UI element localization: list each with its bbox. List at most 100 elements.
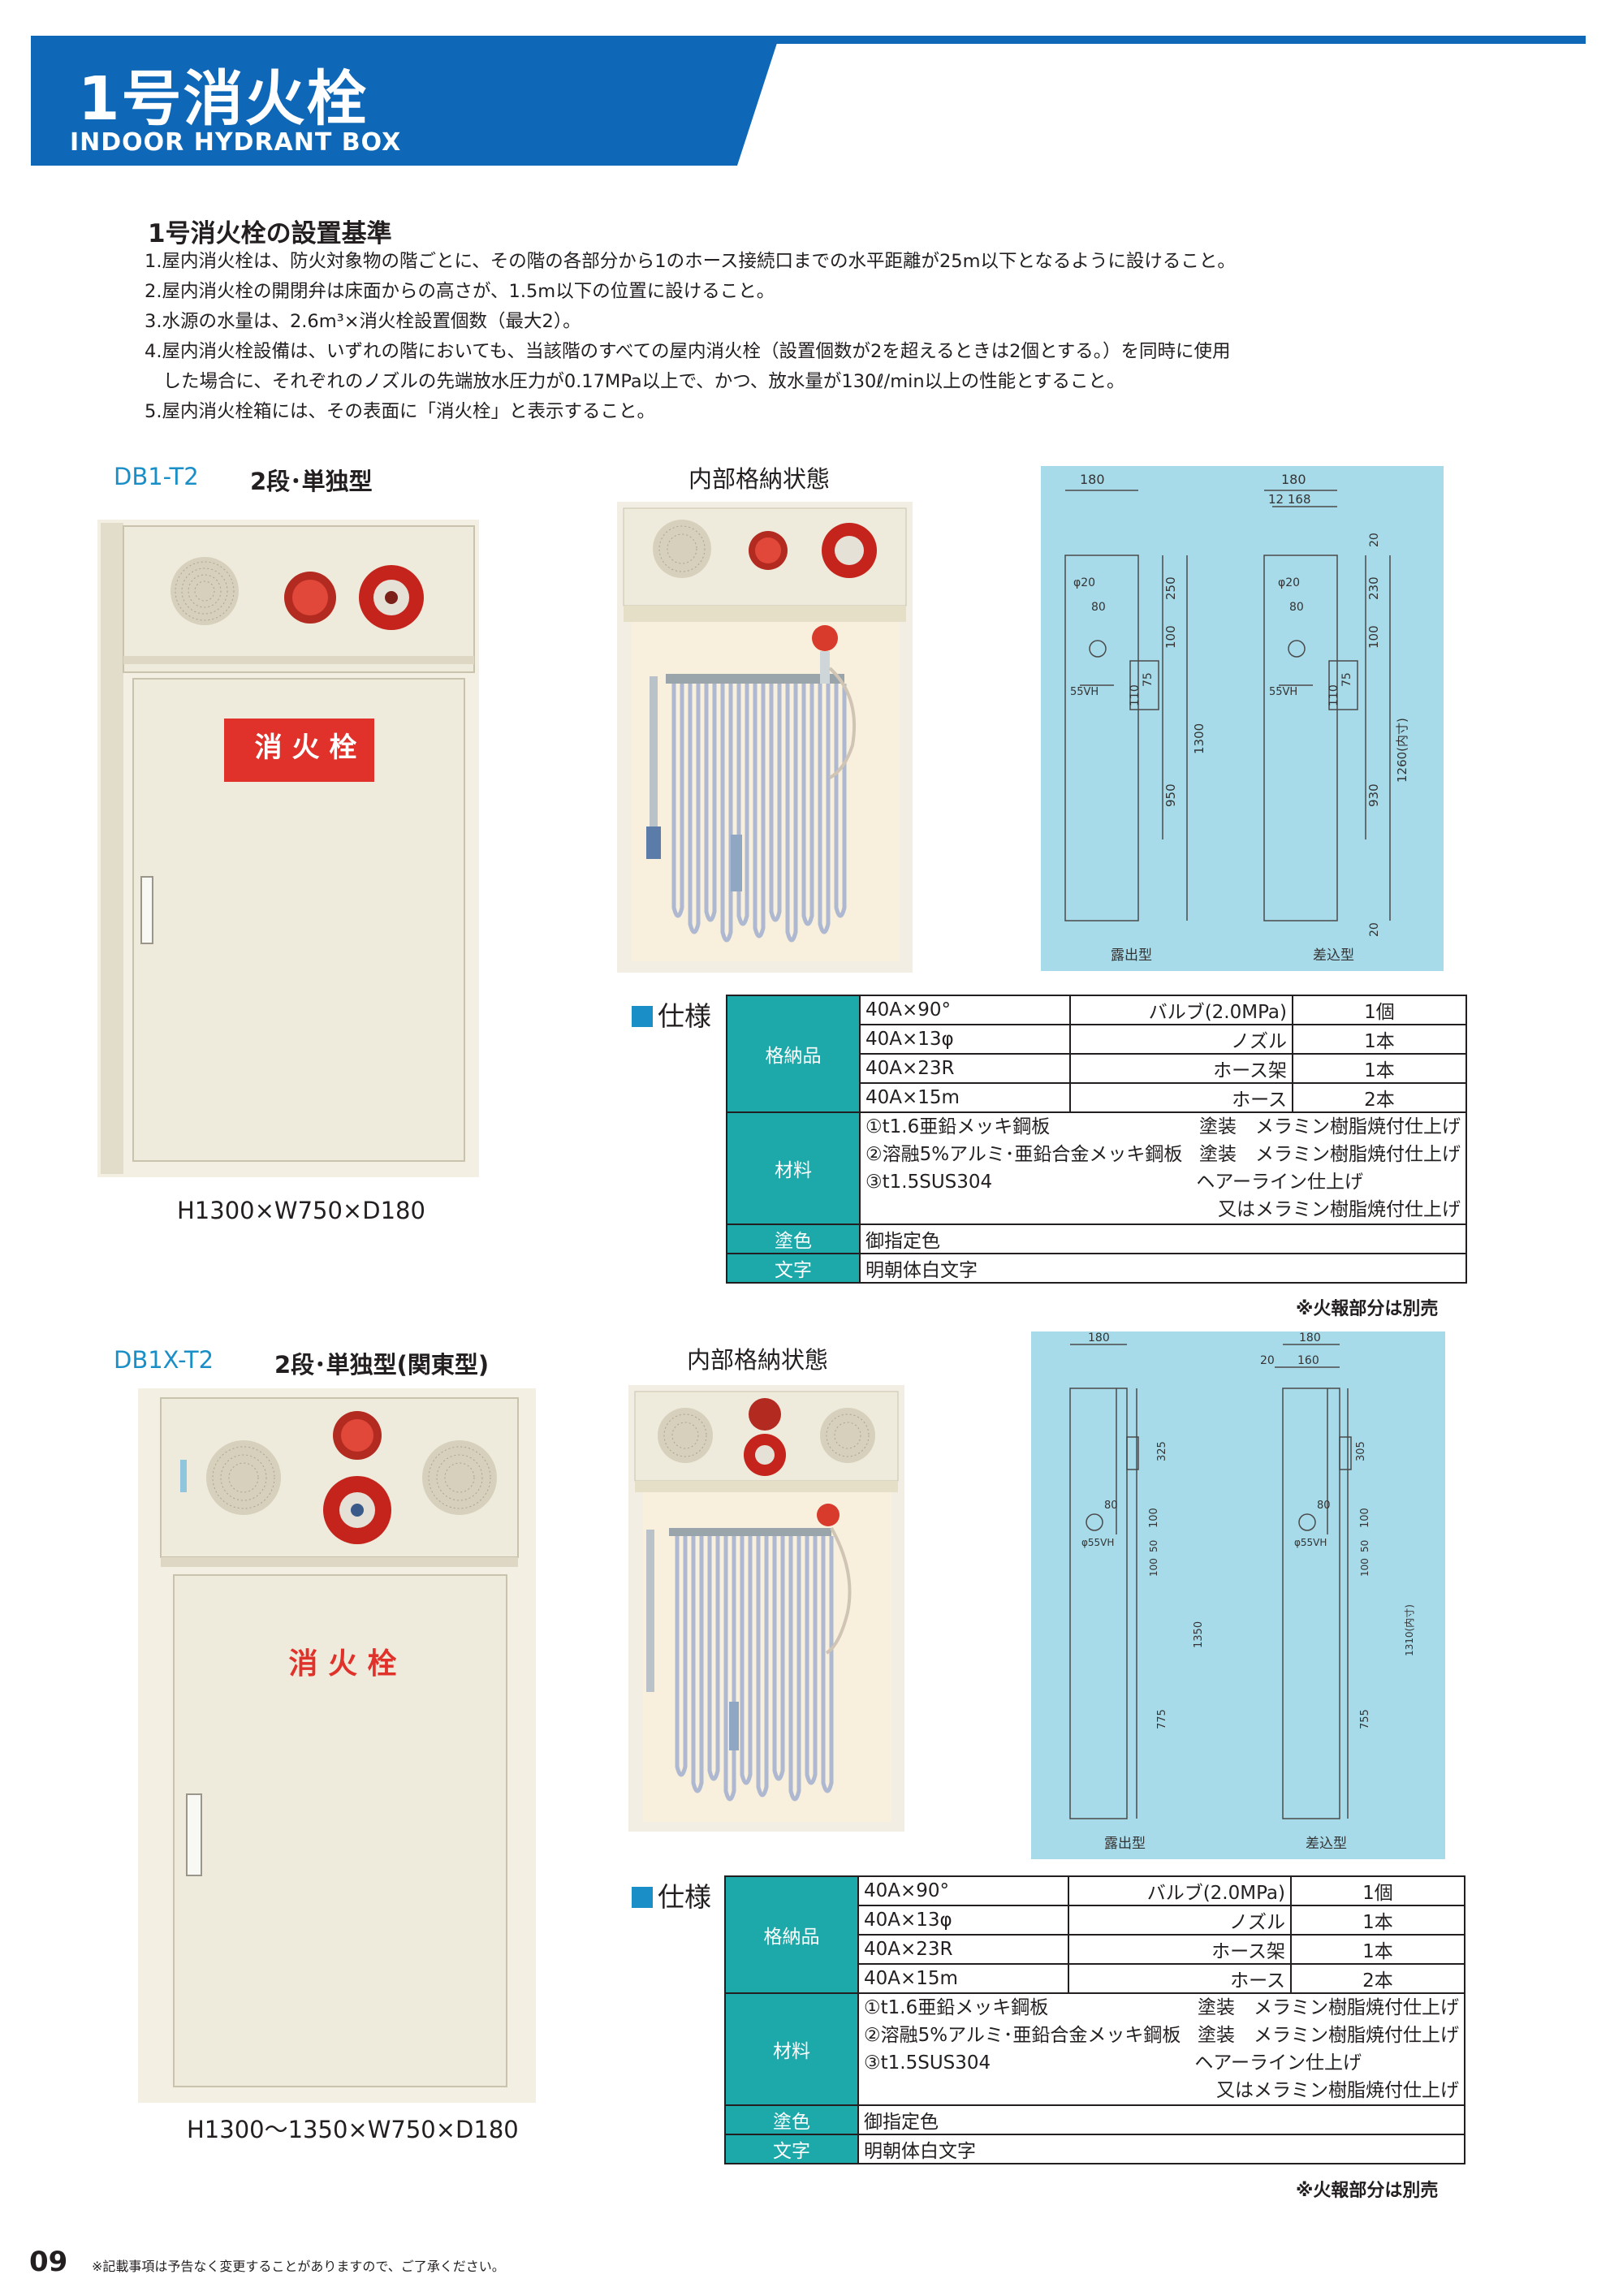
dim-label: φ20 — [1073, 576, 1095, 589]
technical-drawing: 180 180 20 160 80 80 φ55VH φ55VH 325 100… — [1031, 1331, 1445, 1859]
dim-label: 20 — [1260, 1354, 1275, 1367]
footer-notice: ※記載事項は予告なく変更することがありますので、ご了承ください。 — [92, 2259, 505, 2274]
dim-label: 110 — [1129, 684, 1142, 706]
square-icon — [632, 1006, 653, 1027]
table-row: 40A×15m ホース 2本 — [727, 1082, 1467, 1113]
cabinet-photo — [97, 520, 479, 1177]
dim-label: 250 — [1163, 576, 1178, 600]
dim-label: 160 — [1297, 1354, 1319, 1367]
page-title: 1号消火栓 — [78, 64, 369, 134]
dim-label: 75 — [1340, 672, 1353, 687]
dim-label: 50 — [1359, 1540, 1370, 1552]
table-row: 40A×13φ ノズル 1本 — [727, 1024, 1467, 1055]
dim-label: 950 — [1163, 783, 1178, 807]
spec-category: 文字 — [726, 1253, 861, 1284]
dim-label: 100 — [1359, 1558, 1370, 1577]
page-number: 09 — [29, 2246, 68, 2278]
table-row: 40A×15m ホース 2本 — [725, 1963, 1465, 1994]
criteria-item: 1.屋内消火栓は、防火対象物の階ごとに、その階の各部分から1のホース接続口までの… — [145, 251, 1236, 272]
table-row: 40A×13φ ノズル 1本 — [725, 1905, 1465, 1936]
model-name: 2段･単独型(関東型) — [274, 1351, 490, 1379]
drawing-label-insert: 差込型 — [1306, 1836, 1347, 1852]
dim-label: 755 — [1359, 1709, 1371, 1729]
spec-category: 塗色 — [724, 2104, 859, 2135]
spec-heading: 仕様 — [632, 1875, 711, 1914]
criteria-item: 5.屋内消火栓箱には、その表面に「消火栓」と表示すること。 — [145, 401, 655, 422]
dim-label: 55VH — [1070, 686, 1099, 698]
table-row: 格納品 40A×90° バルブ(2.0MPa) 1個 — [724, 1875, 1465, 1994]
dim-label: 12 168 — [1268, 492, 1311, 507]
drawing-label-exposed: 露出型 — [1111, 947, 1152, 964]
dim-label: 1300 — [1192, 723, 1206, 754]
drawing-label-exposed: 露出型 — [1104, 1836, 1146, 1852]
dim-label: 775 — [1156, 1709, 1168, 1729]
dim-label: 180 — [1299, 1331, 1321, 1344]
dim-label: 100 — [1366, 625, 1381, 649]
square-icon — [632, 1887, 653, 1908]
criteria-title: 1号消火栓の設置基準 — [148, 219, 392, 248]
criteria-item: 3.水源の水量は、2.6m³×消火栓設置個数（最大2）。 — [145, 311, 581, 332]
dim-label: 1310(内寸) — [1404, 1604, 1415, 1656]
dim-label: φ55VH — [1081, 1537, 1114, 1548]
note: ※火報部分は別売 — [1296, 2181, 1439, 2201]
dim-label: φ20 — [1278, 576, 1300, 589]
dim-label: 180 — [1281, 472, 1306, 487]
spec-category: 文字 — [724, 2134, 859, 2164]
dim-label: 20 — [1368, 922, 1381, 937]
table-row: 材料 ①t1.6亜鉛メッキ鋼板塗装 メラミン樹脂焼付仕上げ ②溶融5%アルミ･亜… — [724, 1992, 1465, 2106]
dim-label: 100 — [1163, 625, 1178, 649]
technical-drawing: 180 180 12 168 φ20 φ20 80 80 55VH 55VH 2… — [1041, 466, 1444, 971]
dimensions-label: H1300×W750×D180 — [177, 1197, 425, 1224]
criteria-item: 2.屋内消火栓の開閉弁は床面からの高さが、1.5m以下の位置に設けること。 — [145, 281, 775, 302]
page-subtitle: INDOOR HYDRANT BOX — [70, 128, 402, 157]
dim-label: 110 — [1327, 684, 1340, 706]
dim-label: 1260(内寸) — [1395, 718, 1409, 783]
cabinet-photo — [138, 1388, 536, 2103]
dim-label: 1350 — [1193, 1621, 1205, 1648]
model-name: 2段･単独型 — [250, 468, 373, 495]
model-code: DB1-T2 — [114, 463, 199, 490]
dim-label: 100 — [1148, 1558, 1159, 1577]
dim-label: 80 — [1091, 601, 1106, 614]
criteria-item: した場合に、それぞれのノズルの先端放水圧力が0.17MPa以上で、かつ、放水量が… — [145, 371, 1125, 392]
dim-label: 180 — [1080, 472, 1105, 487]
spec-table: 格納品 40A×90° バルブ(2.0MPa) 1個 40A×13φ ノズル 1… — [724, 1875, 1465, 2164]
dim-label: 180 — [1088, 1331, 1110, 1344]
dim-label: 305 — [1355, 1441, 1367, 1461]
dim-label: 80 — [1317, 1500, 1331, 1512]
dim-label: 325 — [1156, 1441, 1168, 1461]
spec-category: 材料 — [726, 1111, 861, 1225]
spec-category: 塗色 — [726, 1224, 861, 1254]
note: ※火報部分は別売 — [1296, 1299, 1439, 1319]
dim-label: 20 — [1368, 533, 1381, 547]
table-row: 塗色 御指定色 — [726, 1224, 1467, 1254]
table-row: 格納品 40A×90° バルブ(2.0MPa) 1個 — [726, 995, 1467, 1113]
spec-category: 格納品 — [724, 1875, 859, 1994]
spec-category: 材料 — [724, 1992, 859, 2106]
dim-label: φ55VH — [1294, 1537, 1327, 1548]
dim-label: 100 — [1148, 1508, 1160, 1528]
interior-caption: 内部格納状態 — [687, 1346, 829, 1374]
table-row: 塗色 御指定色 — [724, 2104, 1465, 2135]
dim-label: 55VH — [1269, 686, 1297, 698]
model-code: DB1X-T2 — [114, 1346, 214, 1374]
spec-heading: 仕様 — [632, 995, 711, 1034]
table-row: 40A×23R ホース架 1本 — [727, 1053, 1467, 1084]
header-banner — [31, 36, 1586, 166]
dim-label: 80 — [1104, 1500, 1118, 1512]
table-row: 40A×23R ホース架 1本 — [725, 1934, 1465, 1965]
dim-label: 50 — [1148, 1540, 1159, 1552]
dim-label: 75 — [1142, 672, 1155, 687]
door-label: 消 火 栓 — [254, 732, 357, 764]
dim-label: 80 — [1289, 601, 1304, 614]
dimensions-label: H1300～1350×W750×D180 — [187, 2116, 519, 2143]
table-row: 文字 明朝体白文字 — [724, 2134, 1465, 2164]
dim-label: 230 — [1366, 576, 1381, 600]
table-row: 文字 明朝体白文字 — [726, 1253, 1467, 1284]
table-row: 材料 ①t1.6亜鉛メッキ鋼板塗装 メラミン樹脂焼付仕上げ ②溶融5%アルミ･亜… — [726, 1111, 1467, 1225]
interior-photo — [617, 502, 913, 973]
drawing-label-insert: 差込型 — [1313, 947, 1354, 964]
door-label: 消 火 栓 — [288, 1646, 397, 1681]
criteria-list: 1.屋内消火栓は、防火対象物の階ごとに、その階の各部分から1のホース接続口までの… — [145, 247, 1541, 427]
dim-label: 930 — [1366, 783, 1381, 807]
